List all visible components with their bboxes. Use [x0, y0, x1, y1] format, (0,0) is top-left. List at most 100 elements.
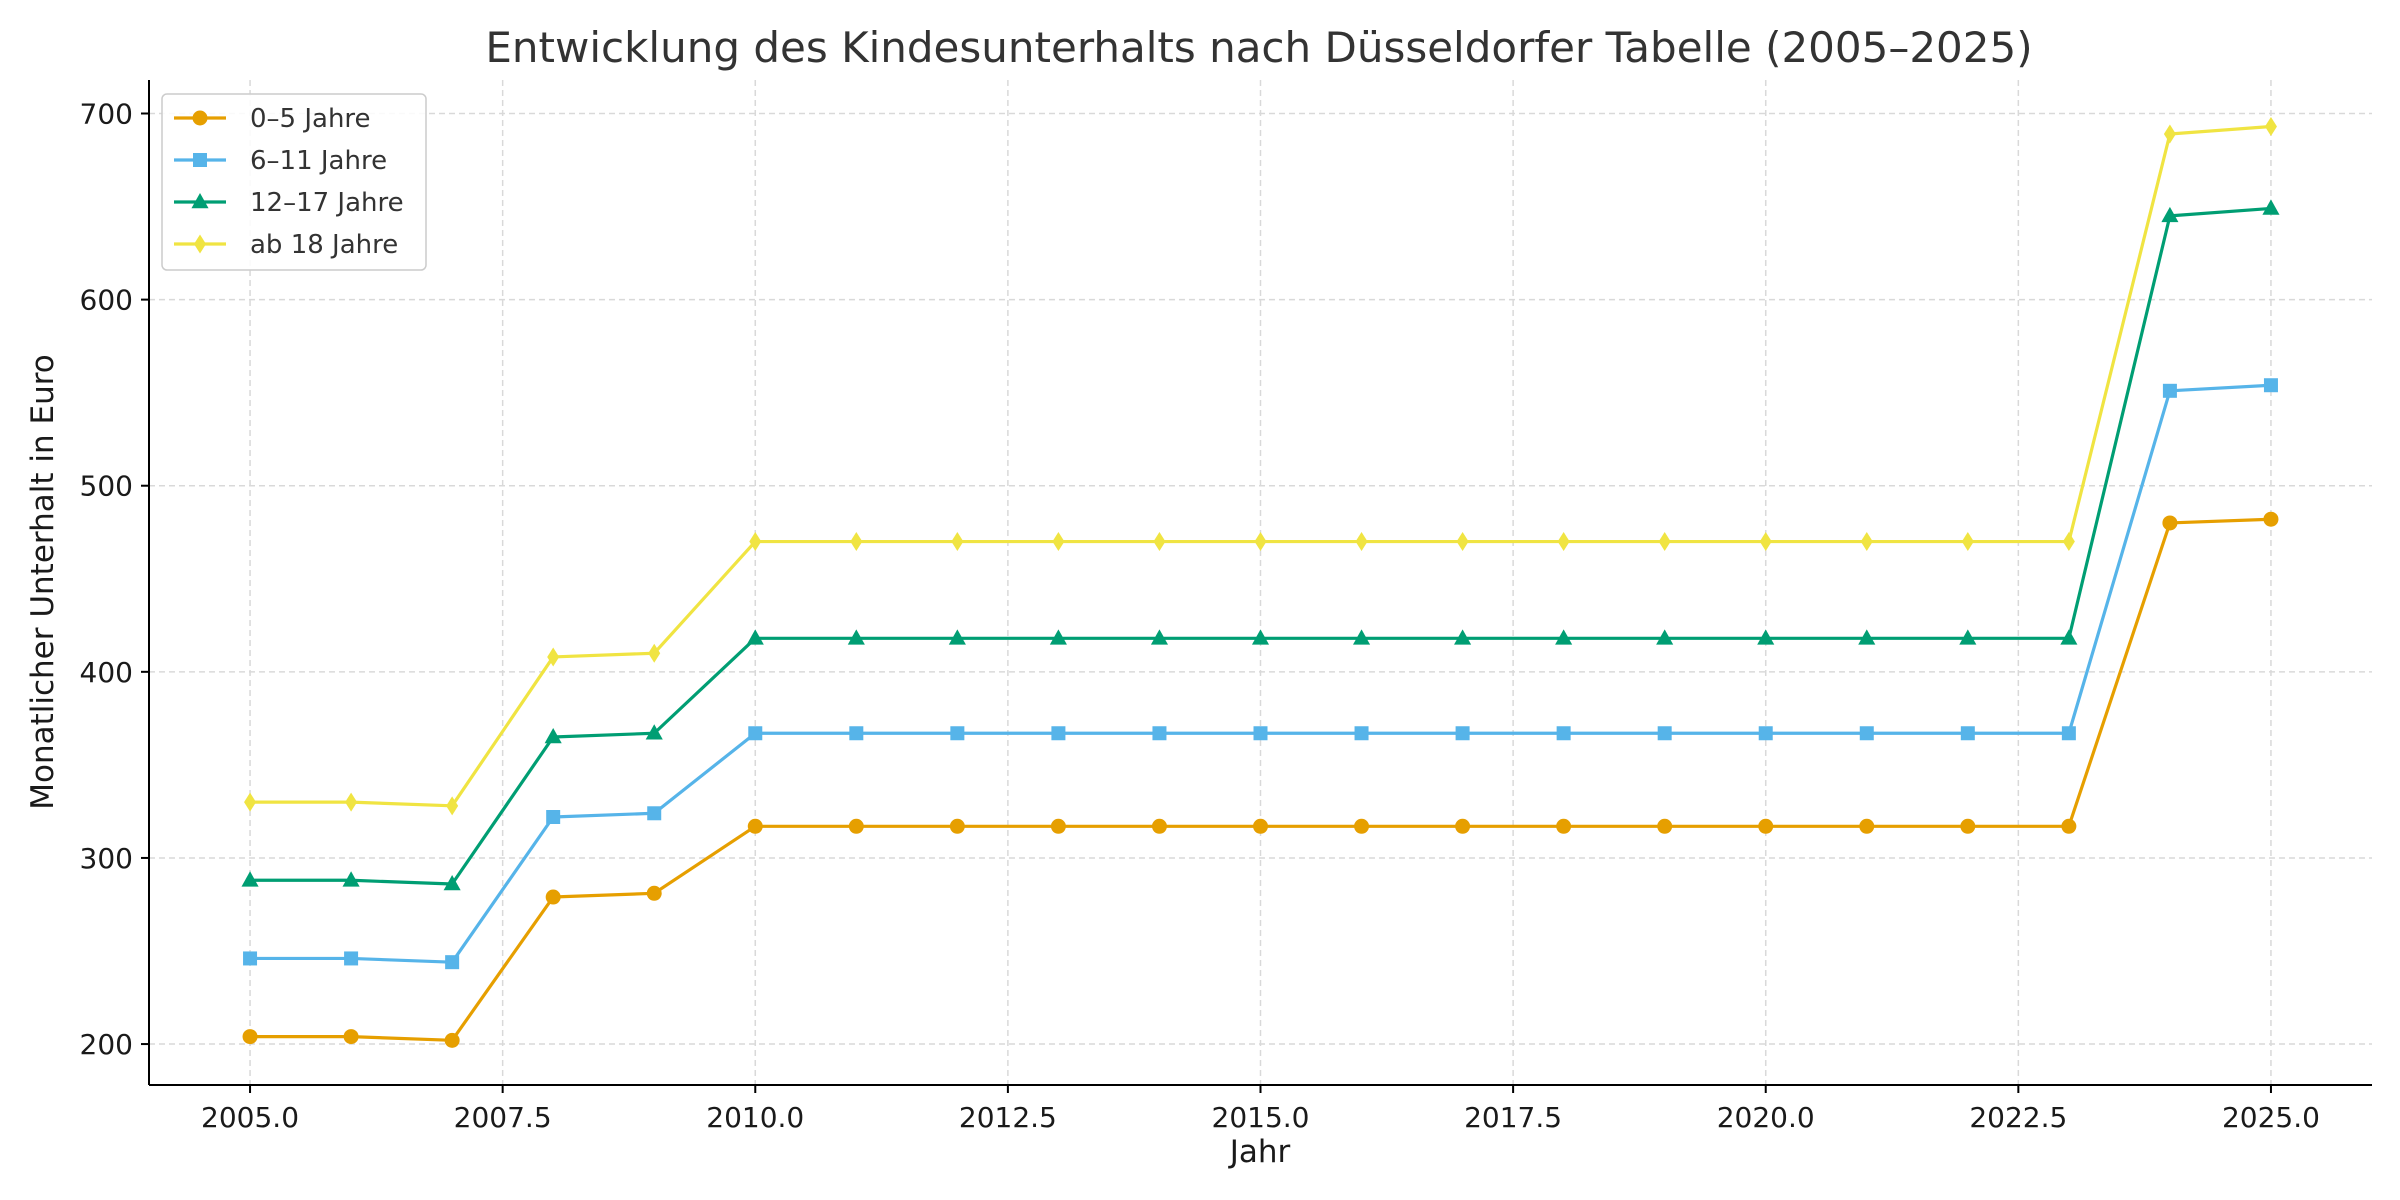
data-point	[850, 532, 863, 552]
data-point	[1556, 726, 1571, 741]
y-tick-label: 300	[80, 842, 133, 875]
data-point	[242, 1029, 258, 1045]
x-tick-label: 2025.0	[2222, 1101, 2320, 1134]
data-point	[445, 955, 460, 970]
data-point	[344, 951, 359, 966]
data-point	[648, 643, 661, 663]
data-point	[2061, 726, 2076, 741]
series-2	[243, 378, 2278, 970]
data-point	[444, 1032, 460, 1048]
x-tick-label: 2012.5	[959, 1101, 1057, 1134]
data-point	[847, 629, 865, 645]
legend-label: 0–5 Jahre	[250, 104, 371, 134]
data-point	[1049, 629, 1067, 645]
data-point	[1253, 726, 1268, 741]
data-point	[1251, 629, 1270, 645]
data-point	[2162, 383, 2177, 398]
series-3	[241, 199, 2280, 891]
data-point	[849, 726, 864, 741]
data-point	[2263, 378, 2278, 393]
data-point	[2263, 511, 2279, 527]
legend: 0–5 Jahre 6–11 Jahre 12–17 Jahre ab 18 Jahr…	[161, 93, 427, 271]
data-point	[1050, 818, 1066, 834]
x-tick-label: 2020.0	[1717, 1101, 1815, 1134]
legend-marker	[194, 234, 206, 254]
data-point	[1960, 818, 1976, 834]
data-point	[2262, 199, 2280, 215]
data-point	[1254, 532, 1267, 552]
data-point	[2162, 515, 2178, 531]
data-point	[1153, 532, 1166, 552]
series	[241, 117, 2280, 1048]
legend-frame	[161, 93, 427, 271]
y-tick-label: 400	[80, 656, 133, 689]
data-point	[1352, 629, 1371, 645]
y-tick-label: 700	[80, 98, 133, 131]
data-point	[1556, 818, 1572, 834]
data-point	[950, 726, 965, 741]
data-point	[2061, 818, 2077, 834]
data-point	[748, 726, 763, 741]
data-point	[544, 727, 562, 744]
data-point	[1253, 818, 1268, 834]
data-point	[1152, 726, 1167, 741]
legend-marker	[193, 153, 207, 167]
data-point	[1959, 629, 1977, 645]
data-point	[848, 818, 864, 834]
data-point	[1354, 726, 1369, 741]
x-tick-label: 2017.5	[1464, 1101, 1562, 1134]
data-point	[1455, 726, 1470, 741]
data-point	[446, 796, 459, 816]
data-point	[1150, 629, 1169, 645]
data-point	[1657, 818, 1673, 834]
legend-label: 12–17 Jahre	[250, 188, 404, 218]
legend-item: 6–11 Jahre	[174, 146, 387, 176]
data-point	[948, 629, 966, 645]
legend-marker	[192, 110, 208, 126]
x-tick-label: 2015.0	[1212, 1101, 1310, 1134]
data-point	[951, 532, 964, 552]
data-point	[2060, 629, 2078, 645]
data-point	[647, 806, 662, 821]
data-point	[547, 647, 560, 667]
data-point	[1759, 532, 1772, 552]
data-point	[343, 1029, 359, 1045]
data-point	[646, 885, 662, 901]
data-point	[645, 724, 663, 740]
grid	[149, 80, 2372, 1085]
data-point	[746, 629, 764, 645]
chart-title: Entwicklung des Kindesunterhalts nach Dü…	[485, 23, 2032, 72]
data-point	[1758, 818, 1774, 834]
data-point	[1960, 726, 1975, 741]
data-point	[1555, 629, 1573, 645]
data-point	[1859, 818, 1875, 834]
data-point	[1658, 532, 1671, 552]
data-point	[1859, 726, 1874, 741]
data-point	[443, 875, 461, 891]
data-point	[2161, 206, 2179, 223]
data-point	[1657, 726, 1672, 741]
data-point	[1354, 818, 1370, 834]
legend-item: 0–5 Jahre	[174, 104, 371, 134]
x-tick-label: 2010.0	[706, 1101, 804, 1134]
data-point	[1758, 726, 1773, 741]
legend-label: ab 18 Jahre	[250, 230, 398, 260]
data-point	[1860, 532, 1873, 552]
data-point	[747, 818, 763, 834]
data-point	[1051, 726, 1066, 741]
x-tick-label: 2007.5	[454, 1101, 552, 1134]
legend-item: 12–17 Jahre	[174, 188, 404, 218]
data-point	[1656, 629, 1674, 645]
data-point	[1456, 532, 1469, 552]
data-point	[2062, 532, 2075, 552]
series-4	[244, 117, 2277, 816]
y-tick-label: 500	[80, 470, 133, 503]
data-point	[1455, 818, 1471, 834]
data-point	[1151, 818, 1167, 834]
data-point	[241, 871, 259, 887]
data-point	[342, 871, 360, 887]
data-point	[545, 889, 561, 905]
data-point	[546, 810, 561, 824]
